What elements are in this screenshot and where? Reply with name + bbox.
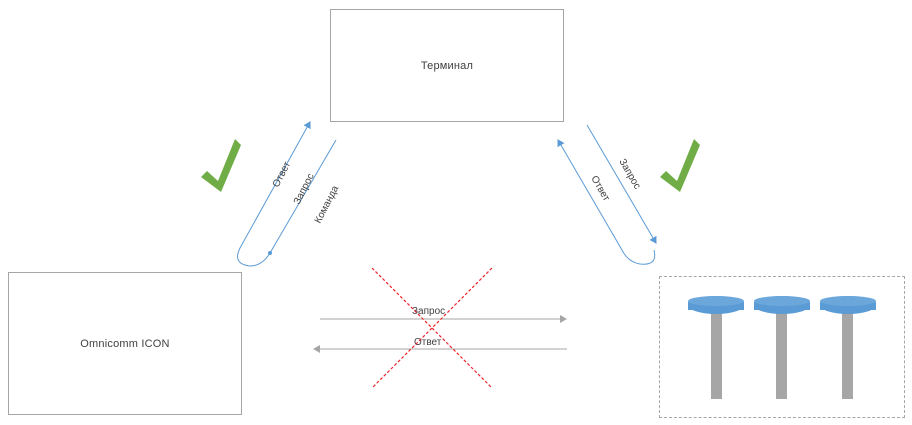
bottom-answer-label: Ответ bbox=[414, 337, 442, 348]
check-icon bbox=[201, 139, 241, 192]
fuel-sensor-icon bbox=[820, 296, 876, 399]
right-link-arrow bbox=[557, 124, 657, 265]
left-command-label: Команда bbox=[313, 184, 341, 226]
terminal-node: Терминал bbox=[330, 9, 564, 122]
fuel-sensor-icon bbox=[688, 296, 744, 399]
omnicomm-icon-node: Omnicomm ICON bbox=[8, 272, 242, 415]
terminal-label: Терминал bbox=[420, 59, 474, 72]
sensors-group bbox=[659, 276, 905, 418]
fuel-sensor-icon bbox=[754, 296, 810, 399]
omnicomm-icon-label: Omnicomm ICON bbox=[80, 337, 170, 350]
left-link-arrowhead-dot bbox=[268, 251, 272, 255]
left-link-arrow bbox=[237, 121, 337, 267]
left-answer-label: Ответ bbox=[271, 160, 293, 190]
cross-icon bbox=[371, 267, 493, 389]
direct-link-arrows bbox=[313, 315, 567, 353]
right-request-label: Запрос bbox=[616, 157, 642, 191]
check-icon bbox=[660, 139, 700, 192]
left-request-label: Запрос bbox=[292, 172, 317, 207]
bottom-request-label: Запрос bbox=[412, 306, 445, 317]
